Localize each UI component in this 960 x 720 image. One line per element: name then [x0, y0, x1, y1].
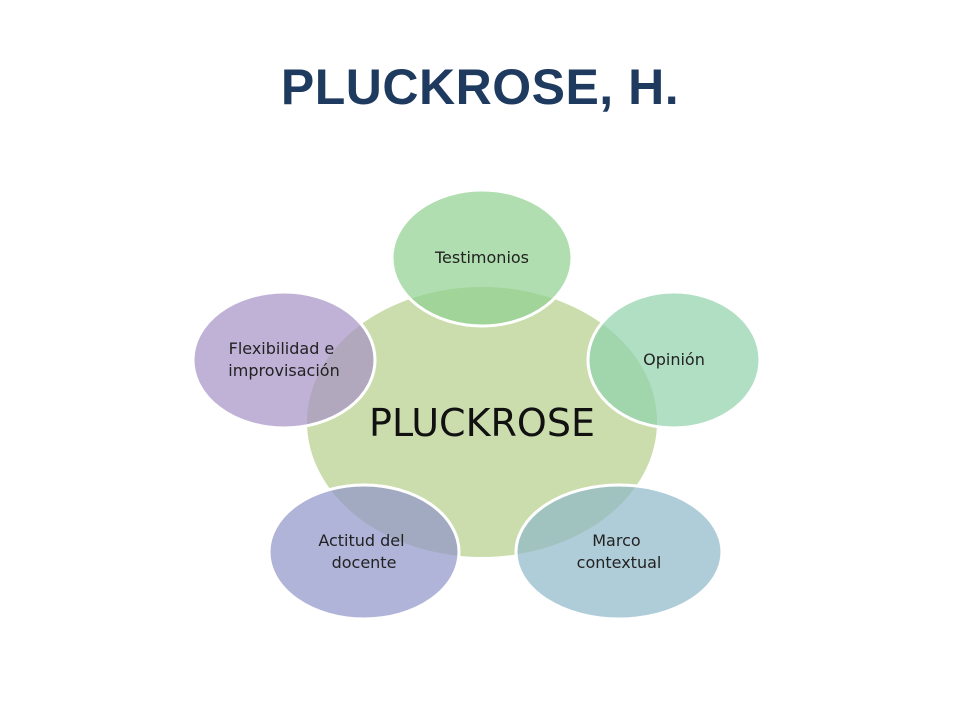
- node-actitud-del-docente-shape: [267, 483, 461, 621]
- slide-title: PLUCKROSE, H.: [280, 59, 680, 115]
- node-testimonios-line-1: Testimonios: [434, 248, 529, 267]
- node-opinion-shape: [586, 290, 762, 430]
- node-testimonios-label: Testimonios: [434, 248, 529, 267]
- node-flexibilidad-e-improvisacion: Flexibilidad e improvisación: [191, 290, 377, 430]
- node-marco-contextual-line-1: Marco: [592, 531, 640, 550]
- node-opinion: Opinión: [586, 290, 762, 430]
- node-flexibilidad-e-improvisacion-shape: [191, 290, 377, 430]
- node-actitud-del-docente-line-1: Actitud del: [318, 531, 404, 550]
- center-label: PLUCKROSE: [369, 401, 595, 445]
- node-flexibilidad-e-improvisacion-line-2: improvisación: [228, 361, 339, 380]
- node-actitud-del-docente: Actitud del docente: [267, 483, 461, 621]
- node-opinion-line-1: Opinión: [643, 350, 705, 369]
- node-marco-contextual-label: Marco contextual: [577, 531, 662, 572]
- node-actitud-del-docente-line-2: docente: [332, 553, 397, 572]
- node-actitud-del-docente-label: Actitud del docente: [318, 531, 409, 572]
- node-flexibilidad-e-improvisacion-label: Flexibilidad e improvisación: [228, 339, 339, 380]
- node-marco-contextual: Marco contextual: [514, 483, 724, 621]
- node-flexibilidad-e-improvisacion-line-1: Flexibilidad e: [229, 339, 335, 358]
- node-marco-contextual-line-2: contextual: [577, 553, 662, 572]
- node-opinion-label: Opinión: [643, 350, 705, 369]
- node-testimonios-shape: [390, 188, 574, 328]
- node-marco-contextual-shape: [514, 483, 724, 621]
- node-testimonios: Testimonios: [390, 188, 574, 328]
